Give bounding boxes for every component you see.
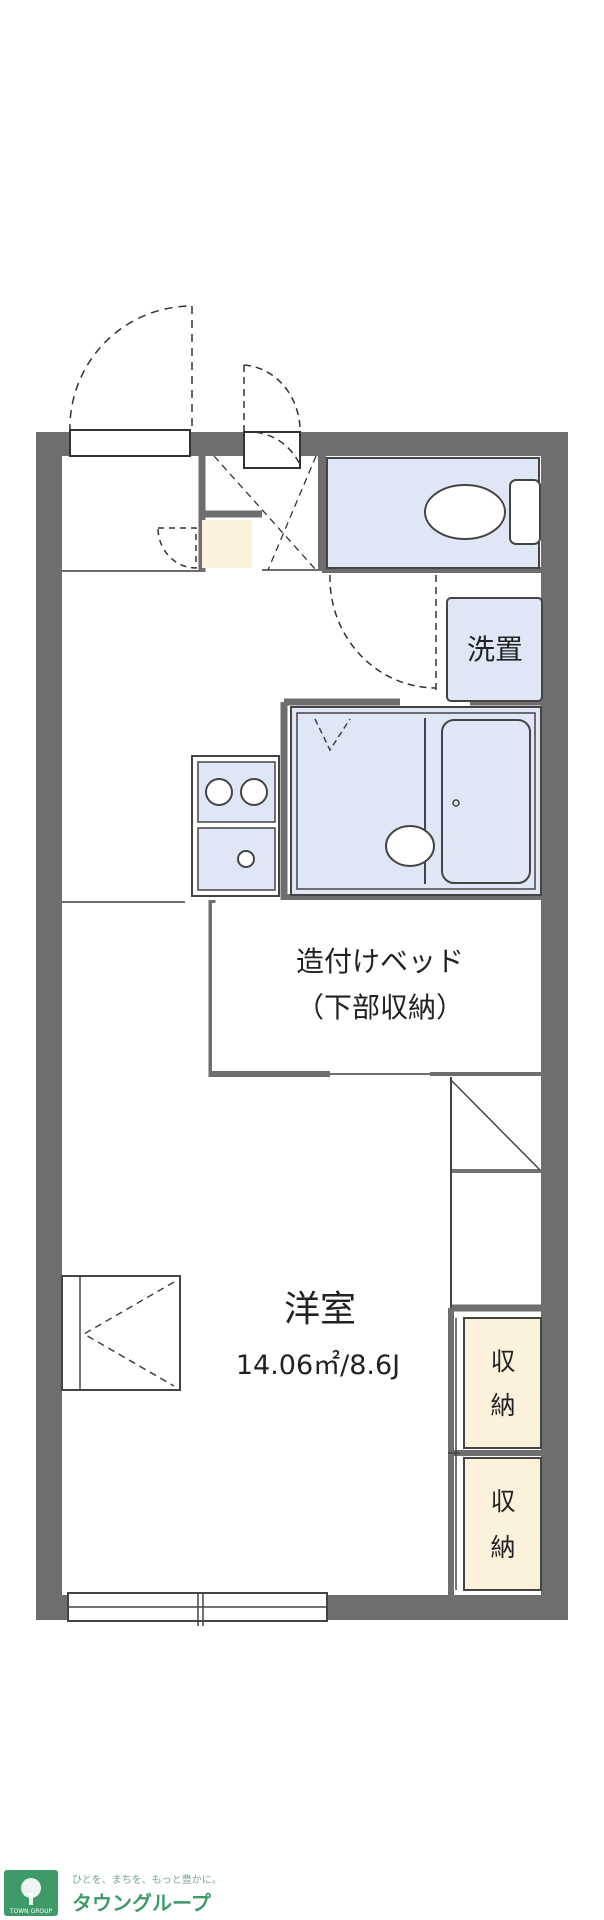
storage-door-tracks [448, 1318, 460, 1590]
kitchen-counter [191, 755, 280, 897]
storage1-label-2: 納 [490, 1391, 515, 1420]
company-logo: TOWN GROUP ひとを、まちを、もっと豊かに。 タウングループ [4, 1870, 222, 1916]
storage1-label-1: 収 [490, 1347, 515, 1376]
storage-2: 収 納 [463, 1457, 542, 1591]
shoe-closet [213, 364, 317, 571]
storage2-label-2: 納 [490, 1533, 515, 1562]
bed-label-line2: （下部収納） [296, 991, 464, 1024]
storage-1: 収 納 [463, 1317, 542, 1449]
toilet-room [326, 457, 541, 569]
western-room-area: 14.06㎡/8.6J [236, 1350, 400, 1381]
logo-mark-text: TOWN GROUP [9, 1908, 53, 1915]
bathroom-door [329, 574, 437, 690]
closet-column [450, 1077, 542, 1308]
western-room-name: 洋室 [284, 1289, 356, 1330]
bed-label-line1: 造付けベッド [296, 945, 464, 978]
balcony-window [67, 1592, 328, 1626]
entrance [69, 305, 252, 569]
laundry-label: 洗置 [467, 633, 523, 666]
overhead-storage [61, 1275, 181, 1391]
storage2-label-1: 収 [490, 1487, 515, 1516]
built-in-bed: 造付けベッド （下部収納） [212, 903, 541, 1071]
outer-walls [36, 432, 568, 1620]
logo-tagline: ひとを、まちを、もっと豊かに。 [72, 1873, 222, 1886]
logo-name: タウングループ [72, 1891, 212, 1915]
bathroom-unit [290, 706, 542, 896]
laundry-space: 洗置 [446, 597, 543, 702]
